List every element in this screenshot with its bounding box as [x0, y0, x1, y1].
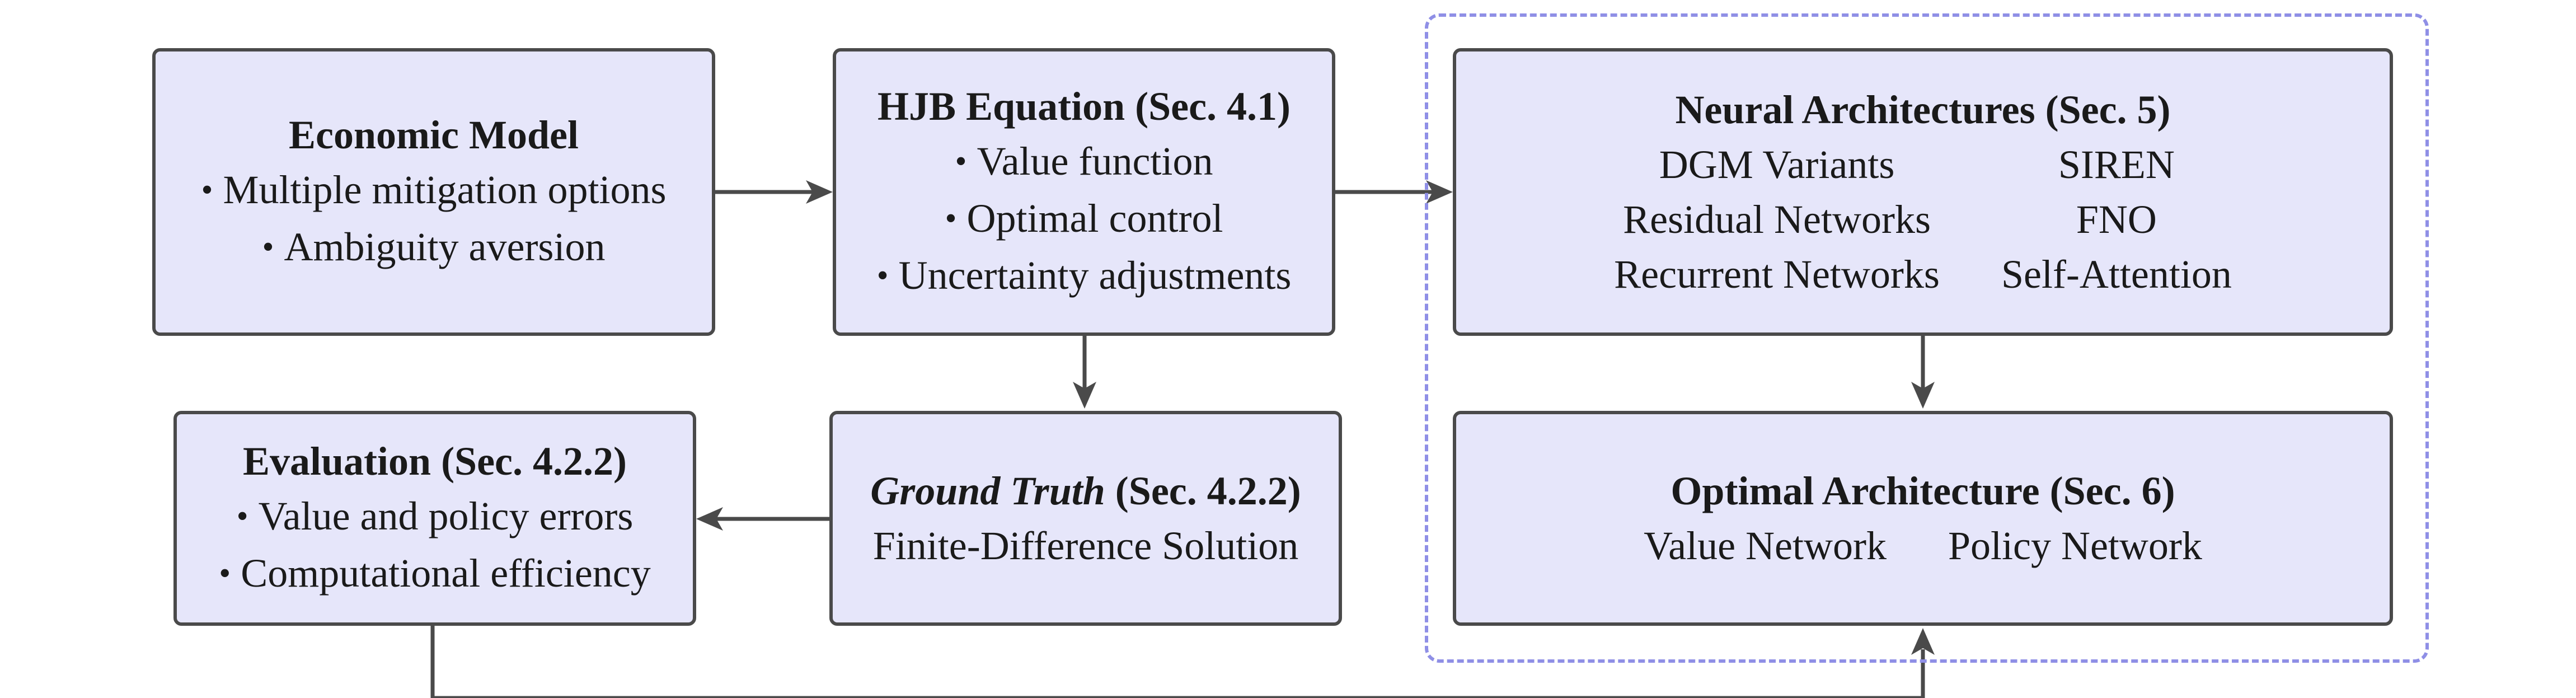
arrowhead-neural-to-optimal — [1911, 382, 1935, 409]
ground-truth-box: Ground Truth (Sec. 4.2.2) Finite-Differe… — [829, 411, 1342, 626]
bullet-icon: • — [236, 498, 248, 535]
bullet-icon: • — [219, 555, 231, 592]
neural-architectures-title: Neural Architectures (Sec. 5) — [1675, 87, 2171, 132]
bullet-icon: • — [955, 143, 967, 180]
hjb-equation-box: HJB Equation (Sec. 4.1) •Value function … — [833, 48, 1335, 336]
architecture-item: SIREN — [2058, 142, 2175, 187]
evaluation-item: •Value and policy errors — [237, 489, 634, 546]
optimal-architecture-box: Optimal Architecture (Sec. 6) Value Netw… — [1453, 411, 2393, 626]
economic-model-item: •Multiple mitigation options — [201, 162, 666, 219]
neural-architectures-box: Neural Architectures (Sec. 5) DGM Varian… — [1453, 48, 2393, 336]
architecture-item: Residual Networks — [1623, 197, 1931, 242]
ground-truth-title: Ground Truth (Sec. 4.2.2) — [870, 469, 1301, 513]
hjb-equation-item: •Value function — [955, 134, 1213, 191]
architecture-item: DGM Variants — [1659, 142, 1895, 187]
economic-model-title: Economic Model — [289, 113, 579, 157]
optimal-architecture-list: Value Network Policy Network — [1644, 518, 2202, 573]
bullet-icon: • — [262, 228, 274, 265]
arrowhead-economic-to-hjb — [806, 180, 833, 204]
ground-truth-subtitle: Finite-Difference Solution — [872, 523, 1299, 568]
arrowhead-hjb-to-groundtruth — [1073, 382, 1096, 409]
arrow-evaluation-to-optimal — [430, 626, 1925, 698]
hjb-equation-item: •Uncertainty adjustments — [877, 248, 1292, 305]
arrowhead-evaluation-to-optimal — [1911, 628, 1935, 655]
arrowhead-hjb-to-neural — [1426, 180, 1453, 204]
network-item: Policy Network — [1948, 523, 2202, 568]
hjb-equation-title: HJB Equation (Sec. 4.1) — [877, 84, 1291, 129]
neural-group-frame — [1425, 13, 2429, 663]
arrowhead-groundtruth-to-evaluation — [696, 507, 723, 531]
hjb-equation-item: •Optimal control — [945, 191, 1223, 248]
architecture-item: FNO — [2076, 197, 2157, 242]
evaluation-item: •Computational efficiency — [219, 546, 650, 603]
neural-architectures-list: DGM Variants SIREN Residual Networks FNO… — [1614, 137, 2232, 302]
architecture-item: Self-Attention — [2001, 252, 2232, 297]
network-item: Value Network — [1644, 523, 1887, 568]
architecture-item: Recurrent Networks — [1614, 252, 1940, 297]
bullet-icon: • — [945, 200, 957, 237]
evaluation-box: Evaluation (Sec. 4.2.2) •Value and polic… — [173, 411, 696, 626]
optimal-architecture-title: Optimal Architecture (Sec. 6) — [1671, 469, 2175, 513]
economic-model-box: Economic Model •Multiple mitigation opti… — [152, 48, 715, 336]
economic-model-item: •Ambiguity aversion — [262, 219, 606, 277]
bullet-icon: • — [201, 171, 213, 208]
bullet-icon: • — [876, 257, 889, 294]
evaluation-title: Evaluation (Sec. 4.2.2) — [242, 439, 627, 484]
